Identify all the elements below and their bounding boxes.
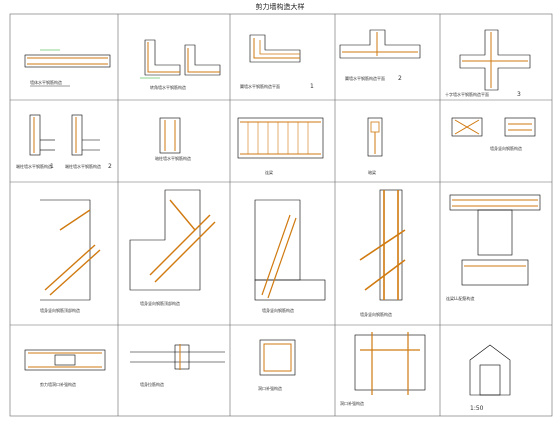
panel-index: 1 [310, 83, 314, 90]
panel-caption: 剪力墙洞口补强构造 [40, 381, 76, 387]
panel-corner-wall: 转角墙水平钢筋构造 [140, 39, 221, 90]
panel-wall-horizontal: 墙体水平钢筋构造 [24, 49, 111, 87]
panel-wall-top-1: 墙身竖向钢筋顶部构造 [40, 199, 101, 313]
panel-opening-reinforce-2: 洞口补强构造 [258, 339, 296, 391]
panel-caption: 端柱墙水平钢筋构造 [65, 163, 101, 169]
panel-caption: 暗柱墙水平钢筋构造 [155, 155, 191, 161]
panel-caption: 墙身拉筋构造 [140, 381, 164, 387]
panel-caption: 十字墙水平钢筋构造平面 [445, 91, 489, 97]
panel-index: 2 [398, 75, 402, 82]
panel-caption: 墙身竖向钢筋构造 [262, 307, 294, 313]
panel-wall-vertical-2: 墙身竖向钢筋构造 [359, 189, 406, 317]
panel-hidden-column-wall: 暗柱墙水平钢筋构造 [155, 117, 191, 161]
panel-caption: 连梁 [265, 169, 273, 175]
panel-caption: 洞口补强构造 [340, 400, 364, 406]
panel-hidden-beam: 暗梁 [367, 117, 383, 175]
panel-wing-wall-1: 翼墙水平钢筋构造平面 1 [240, 34, 314, 90]
outer-frame [9, 13, 553, 417]
panel-scale-note: 1:50 [469, 344, 511, 412]
panel-index: 3 [517, 91, 521, 98]
scale-note: 1:50 [470, 405, 484, 412]
panel-wall-vertical-1: 墙身竖向钢筋构造 [254, 199, 326, 313]
panel-tie-bar: 墙身拉筋构造 [130, 344, 225, 387]
panel-caption: 翼墙水平钢筋构造平面 [345, 75, 385, 81]
panel-index: 1 [50, 163, 54, 170]
panel-caption: 暗梁 [368, 169, 376, 175]
grid-lines [10, 14, 552, 416]
panel-caption: 墙身竖向钢筋顶部构造 [140, 300, 180, 306]
panel-wall-top-2: 墙身竖向钢筋顶部构造 [129, 189, 216, 306]
panel-end-column-wall: 端柱墙水平钢筋构造 1 端柱墙水平钢筋构造 2 [16, 114, 112, 170]
panel-caption: 墙身竖向钢筋顶部构造 [40, 307, 80, 313]
panel-caption: 墙体水平钢筋构造 [30, 79, 62, 85]
panel-caption: 转角墙水平钢筋构造 [150, 84, 186, 90]
panel-wing-wall-2: 翼墙水平钢筋构造平面 2 [339, 29, 421, 82]
panel-caption: 墙身竖向钢筋构造 [360, 311, 392, 317]
panel-caption: 洞口补强构造 [258, 385, 282, 391]
panel-caption: 端柱墙水平钢筋构造 [16, 163, 52, 169]
panel-coupling-beam-ll: 连梁LL配筋构造 [446, 194, 541, 301]
panel-coupling-beam: 连梁 [237, 117, 324, 175]
panel-caption: 翼墙水平钢筋构造平面 [240, 83, 280, 89]
panel-opening-reinforce-1: 剪力墙洞口补强构造 [24, 349, 106, 387]
panel-wall-vertical-rebar: 墙身竖向钢筋构造 [451, 117, 536, 151]
panel-cross-wall: 十字墙水平钢筋构造平面 3 [445, 29, 531, 98]
sheet-title: 剪力墙构造大样 [255, 3, 305, 11]
panel-index: 2 [108, 163, 112, 170]
panel-opening-reinforce-3: 洞口补强构造 [340, 332, 426, 406]
panel-caption: 连梁LL配筋构造 [446, 295, 474, 301]
panel-caption: 墙身竖向钢筋构造 [490, 145, 522, 151]
